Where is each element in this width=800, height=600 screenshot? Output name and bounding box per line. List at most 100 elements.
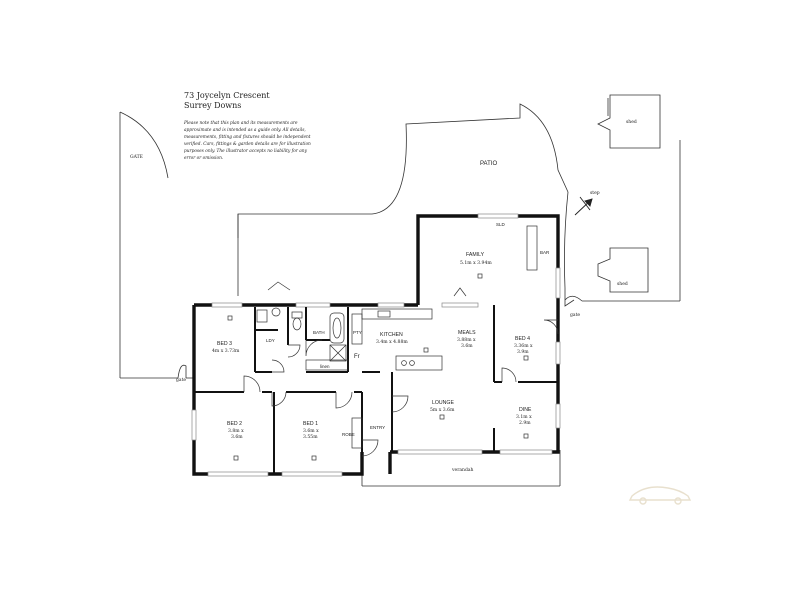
meals-label: MEALS	[458, 330, 476, 336]
bed1-label: BED 1	[303, 421, 318, 427]
fr-label: Fr	[354, 354, 360, 360]
toilet	[292, 317, 302, 331]
disclaimer-line: purposes only. The illustrator accepts n…	[184, 149, 308, 154]
site-boundaries	[119, 98, 681, 379]
sld-label: SLD	[496, 222, 506, 227]
pantry	[351, 313, 363, 345]
disclaimer-line: verified. Cars, fittings & garden detail…	[184, 142, 311, 147]
lounge-label: LOUNGE	[432, 400, 454, 406]
door-swing	[453, 287, 467, 297]
shed-right: shed	[597, 247, 649, 293]
gate-right-label: gate	[570, 312, 580, 318]
window	[397, 449, 483, 455]
fixtures	[256, 225, 538, 449]
verandah-label: verandah	[451, 467, 474, 473]
shed-right-label: shed	[617, 281, 628, 287]
robe-cupboard	[351, 417, 363, 449]
kitchen-bench	[361, 308, 433, 320]
basin	[271, 307, 281, 317]
bed2-dim-1: 3.8m x	[228, 428, 244, 434]
bed3-dim: 4m x 3.73m	[212, 348, 240, 354]
north-arrow: step	[574, 190, 600, 216]
window	[295, 302, 331, 308]
entry-label: ENTRY	[370, 425, 385, 430]
gate-top-label: GATE	[130, 154, 143, 160]
lounge-dim: 5m x 3.6m	[430, 407, 455, 413]
door-swing	[305, 339, 323, 357]
interior-walls	[194, 305, 558, 474]
power-points	[227, 273, 529, 461]
door-swing	[287, 344, 301, 358]
window	[377, 302, 405, 308]
dine-label: DINE	[519, 407, 532, 413]
shower	[329, 344, 347, 362]
meals-dim-1: 3.88m x	[457, 337, 476, 343]
bathtub	[329, 312, 345, 344]
door-swing	[361, 439, 379, 457]
bathtub	[332, 317, 342, 339]
family-label: FAMILY	[466, 252, 485, 258]
door-swing	[391, 395, 409, 413]
door-swing	[271, 359, 285, 373]
bath-label: BATH	[313, 330, 325, 335]
bar-counter	[526, 225, 538, 271]
bed4-dim-1: 3.36m x	[514, 343, 533, 349]
door-swing	[543, 319, 559, 335]
bed1-dim-2: 3.55m	[303, 434, 318, 440]
address-line-2: Surrey Downs	[184, 101, 241, 110]
shed-top-label: shed	[626, 119, 637, 125]
robe-label: ROBE	[342, 432, 355, 437]
disclaimer: Please note that this plan and its measu…	[183, 121, 311, 161]
address-line-1: 73 Joycelyn Crescent	[184, 91, 270, 100]
bed4-dim-2: 3.9m	[517, 349, 529, 355]
window	[499, 449, 553, 455]
sink	[377, 310, 391, 318]
dine-dim-2: 2.9m	[519, 420, 531, 426]
door-swing	[243, 375, 261, 393]
gate-bottom-label: gate	[176, 377, 186, 383]
north-label: step	[590, 190, 600, 196]
toilet	[291, 311, 303, 319]
linen-label: linen	[320, 364, 330, 369]
kitchen-dim: 3.4m x 4.88m	[376, 339, 408, 345]
patio-label: PATIO	[480, 161, 497, 167]
bed2-dim-2: 3.6m	[231, 434, 243, 440]
window	[281, 471, 343, 477]
window	[555, 341, 561, 365]
window	[211, 302, 243, 308]
doors	[243, 281, 559, 457]
window	[207, 471, 269, 477]
linen-cupboard	[305, 359, 349, 371]
door-swing	[335, 391, 353, 409]
bed2-label: BED 2	[227, 421, 242, 427]
door-swing	[271, 391, 287, 407]
family-dim: 5.1m x 3.94m	[460, 260, 492, 266]
pty-label: PTY	[353, 330, 362, 335]
window	[441, 302, 479, 308]
bed4-label: BED 4	[515, 336, 530, 342]
disclaimer-line: Please note that this plan and its measu…	[183, 121, 298, 126]
bar-label: BAR	[540, 250, 550, 255]
dine-dim-1: 3.1m x	[516, 414, 532, 420]
laundry-trough	[256, 309, 268, 323]
meals-dim-2: 3.6m	[461, 343, 473, 349]
door-swing	[501, 367, 517, 383]
shed-top: shed	[597, 94, 661, 149]
kitchen-label: KITCHEN	[380, 332, 403, 338]
door-swing	[267, 281, 291, 291]
disclaimer-line: measurements, fitting and fixtures shoul…	[184, 135, 311, 140]
bed3-label: BED 3	[217, 341, 232, 347]
window	[555, 403, 561, 429]
bed1-dim-1: 3.6m x	[303, 428, 319, 434]
kitchen-island	[395, 355, 443, 371]
disclaimer-line: error or omission.	[184, 156, 223, 161]
watermark-logo	[628, 486, 692, 505]
window	[191, 409, 197, 441]
disclaimer-line: approximate and is intended as a guide o…	[184, 128, 306, 133]
window	[555, 267, 561, 299]
windows	[191, 213, 561, 477]
house-walls	[192, 214, 560, 476]
window	[477, 213, 519, 219]
ldy-label: LDY	[266, 338, 275, 343]
